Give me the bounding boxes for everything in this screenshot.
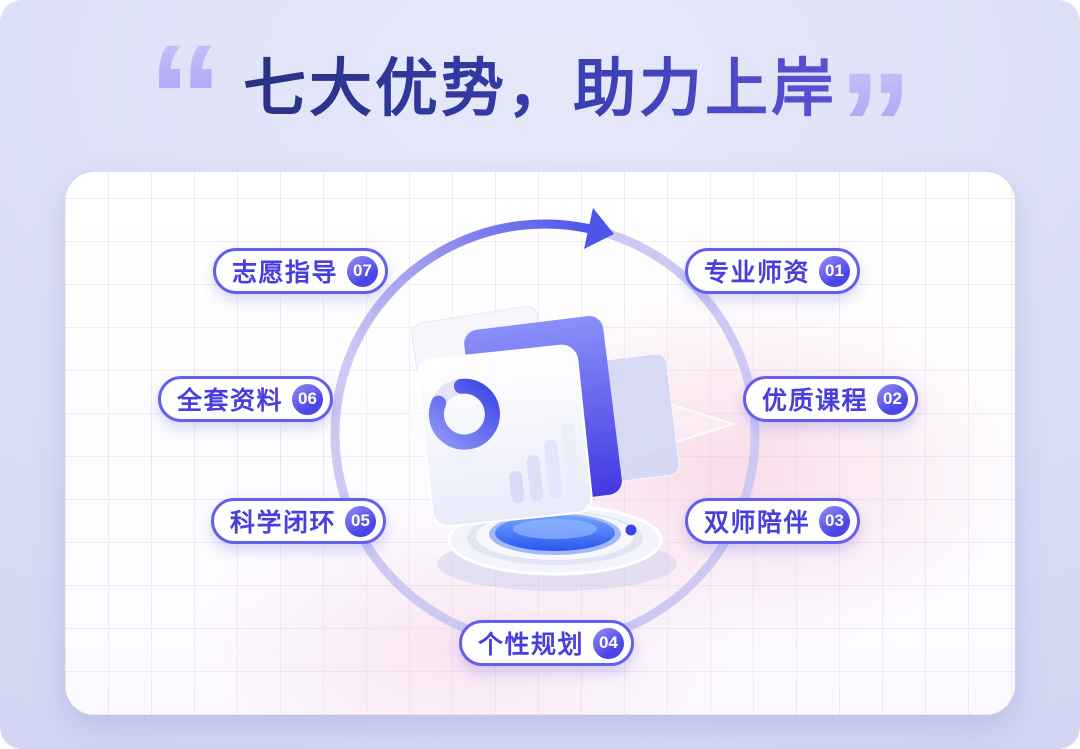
advantage-label: 双师陪伴 (704, 509, 811, 537)
pedestal-platform (437, 504, 677, 591)
arrowhead-icon (584, 208, 614, 249)
advantage-label: 个性规划 (478, 631, 585, 659)
advantage-number-badge: 02 (877, 383, 909, 415)
advantages-card: 专业师资 01 优质课程 02 双师陪伴 03 个性规划 04 科学闭环 05 … (65, 172, 1015, 715)
page-title: 七大优势，助力上岸 (0, 50, 1080, 129)
advantage-label: 优质课程 (762, 387, 869, 415)
advantage-number-badge: 05 (345, 505, 377, 537)
advantage-label: 全套资料 (177, 387, 284, 415)
advantage-pill-04: 个性规划 04 (459, 620, 635, 666)
advantage-pill-06: 全套资料 06 (158, 376, 334, 422)
advantage-pill-02: 优质课程 02 (743, 376, 919, 422)
advantage-label: 科学闭环 (230, 509, 337, 537)
flow-dot (625, 524, 637, 536)
flow-scene (330, 208, 760, 649)
banner-header: “ 七大优势，助力上岸 ” (0, 0, 1080, 200)
dashboard-illustration (411, 305, 680, 536)
advantage-number-badge: 01 (819, 255, 851, 287)
advantage-number-badge: 07 (347, 255, 379, 287)
advantage-pill-07: 志愿指导 07 (213, 248, 389, 294)
advantage-label: 志愿指导 (232, 259, 339, 287)
advantage-label: 专业师资 (704, 259, 811, 287)
advantage-pill-03: 双师陪伴 03 (685, 498, 861, 544)
advantage-number-badge: 03 (819, 505, 851, 537)
advantage-number-badge: 04 (593, 627, 625, 659)
bar-chart (509, 423, 582, 504)
chart-card (417, 344, 593, 528)
advantage-pill-01: 专业师资 01 (685, 248, 861, 294)
advantage-pill-05: 科学闭环 05 (211, 498, 387, 544)
open-quote-mark: “ (148, 22, 223, 172)
advantage-number-badge: 06 (292, 383, 324, 415)
donut-chart (428, 378, 500, 450)
